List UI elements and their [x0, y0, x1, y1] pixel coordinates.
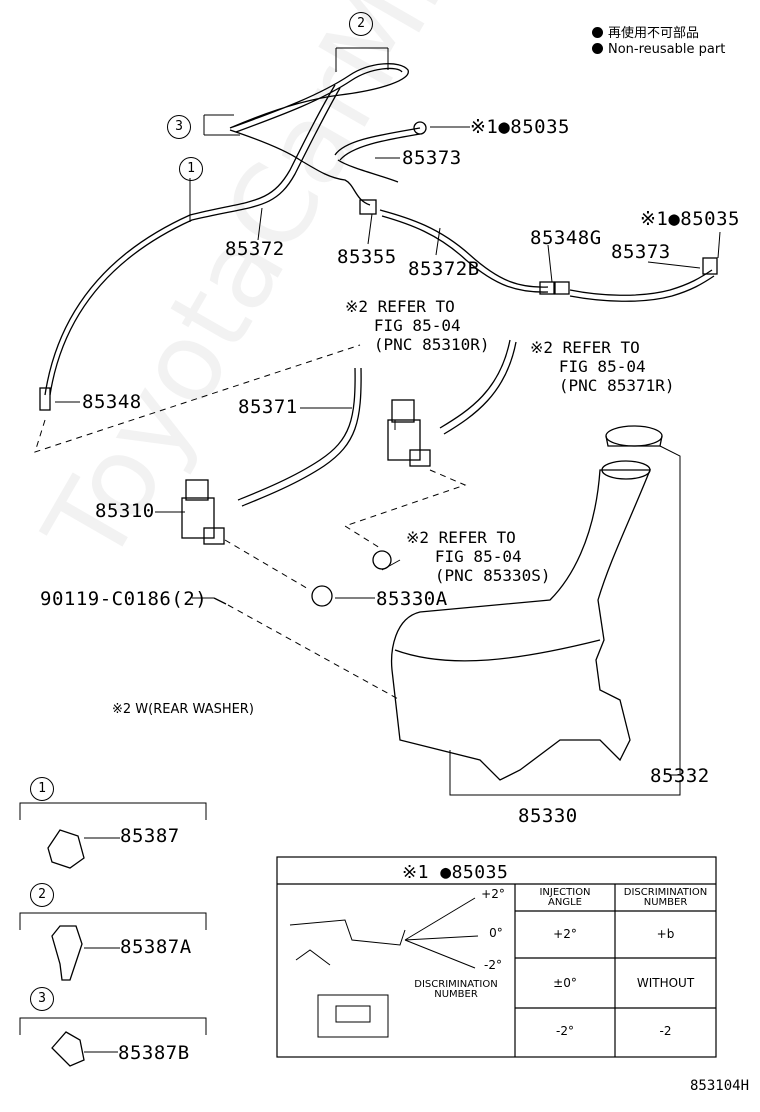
- callout-3-bottom: 3: [30, 987, 54, 1011]
- pump-85310: [181, 479, 225, 545]
- rear-washer-note: ※2 W(REAR WASHER): [112, 702, 254, 717]
- clip-85387A: [51, 925, 83, 981]
- bolt-90119: [213, 597, 227, 605]
- table-cell-number: WITHOUT: [636, 976, 695, 990]
- hose-85373-top: [334, 127, 421, 183]
- part-label-85348G: 85348G: [530, 227, 602, 249]
- refer-note-85310R: ※2 REFER TO FIG 85-04 (PNC 85310R): [345, 297, 490, 354]
- callout-2-bottom: 2: [30, 883, 54, 907]
- callout-3-top: 3: [167, 115, 191, 139]
- table-cell-angle: +2°: [553, 927, 577, 941]
- refer-note-85371R: ※2 REFER TO FIG 85-04 (PNC 85371R): [530, 338, 675, 395]
- non-reusable-dot-icon: [592, 43, 603, 54]
- part-label-85035-top: ※1●85035: [470, 116, 570, 138]
- clip-85387: [47, 829, 85, 869]
- nozzle-table-frame: [276, 856, 717, 1058]
- non-reusable-dot-icon: [592, 27, 603, 38]
- hose-85373-right: [569, 269, 715, 302]
- angle-label-plus: +2°: [481, 887, 505, 901]
- legend-japanese: 再使用不可部品: [592, 22, 699, 41]
- part-label-85371: 85371: [238, 396, 298, 418]
- figure-id: 853104H: [690, 1078, 750, 1094]
- callout-1-top: 1: [179, 157, 203, 181]
- legend-english: Non-reusable part: [592, 42, 725, 57]
- connector-85348G-b: [554, 281, 570, 295]
- callout-2-top: 2: [349, 12, 373, 36]
- part-label-85310: 85310: [95, 500, 155, 522]
- hose-85371: [237, 367, 362, 507]
- discrimination-number-label: DISCRIMINATION NUMBER: [414, 979, 498, 1000]
- part-label-85372: 85372: [225, 238, 285, 260]
- nozzle-85035-right: [702, 257, 718, 275]
- table-cell-number: -2: [659, 1024, 672, 1038]
- refer-note-85330S: ※2 REFER TO FIG 85-04 (PNC 85330S): [406, 528, 551, 585]
- grommet-85330S: [372, 550, 392, 570]
- table-title: ※1 ●85035: [402, 862, 509, 883]
- part-label-85387A: 85387A: [120, 936, 192, 958]
- hose-85371R: [439, 339, 517, 435]
- hose-85372B: [379, 209, 549, 293]
- part-label-85387B: 85387B: [118, 1042, 190, 1064]
- table-cell-angle: -2°: [556, 1024, 574, 1038]
- assembly-dashes: [34, 344, 467, 701]
- nozzle-85035-top: [413, 121, 427, 135]
- callout-1-bottom: 1: [30, 777, 54, 801]
- angle-label-minus: -2°: [484, 958, 502, 972]
- leader-lines: [55, 47, 721, 796]
- table-cell-angle: ±0°: [553, 976, 577, 990]
- pump-85310R: [387, 399, 431, 467]
- legend-en-text: Non-reusable part: [608, 42, 726, 57]
- tank-cap-85332: [605, 425, 663, 447]
- connector-85348: [39, 387, 51, 411]
- connector-85348G: [539, 281, 555, 295]
- hose-85372: [44, 63, 409, 396]
- table-header-injection-angle: INJECTION ANGLE: [539, 887, 591, 908]
- part-label-85373-right: 85373: [611, 241, 671, 263]
- part-label-85348: 85348: [82, 391, 142, 413]
- part-label-85330: 85330: [518, 805, 578, 827]
- washer-tank-85330: [390, 460, 651, 781]
- nozzle-angle-drawing: [289, 897, 479, 1038]
- part-label-85332: 85332: [650, 765, 710, 787]
- connector-85355: [359, 199, 377, 215]
- legend-jp-text: 再使用不可部品: [608, 26, 700, 41]
- clip-group-brackets: [19, 802, 207, 1053]
- table-header-discrimination-number: DISCRIMINATION NUMBER: [623, 887, 708, 908]
- part-label-90119: 90119-C0186(2): [40, 588, 208, 610]
- angle-label-zero: 0°: [489, 926, 503, 940]
- clip-85387B: [51, 1031, 85, 1067]
- grommet-85330A: [311, 585, 333, 607]
- part-label-85035-right: ※1●85035: [640, 208, 740, 230]
- part-label-85387: 85387: [120, 825, 180, 847]
- part-label-85373-top: 85373: [402, 147, 462, 169]
- part-label-85355: 85355: [337, 246, 397, 268]
- part-label-85330A: 85330A: [376, 588, 448, 610]
- part-label-85372B: 85372B: [408, 258, 480, 280]
- table-cell-number: +b: [656, 927, 675, 941]
